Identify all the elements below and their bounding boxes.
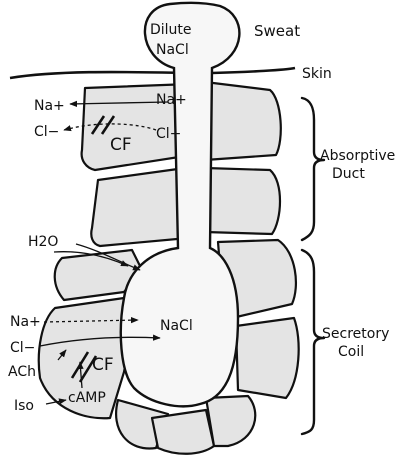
iso-label: Iso	[14, 398, 34, 414]
duct-cell-left-lower	[91, 168, 188, 246]
cf-duct-label: CF	[110, 135, 132, 155]
sweat-label: Sweat	[254, 22, 300, 40]
skin-line	[10, 68, 295, 78]
coil-label: Coil	[338, 344, 364, 360]
coil-cell-bottom-3	[206, 396, 255, 446]
cl-minus-duct-right: Cl−	[156, 126, 181, 142]
coil-cell-right-2	[236, 318, 299, 398]
cf-coil-label: CF	[92, 355, 114, 375]
coil-cell-bottom-2	[152, 410, 214, 454]
cl-minus-duct-left: Cl−	[34, 124, 59, 140]
na-plus-coil-label: Na+	[10, 314, 41, 330]
duct-cell-right-upper	[205, 82, 281, 160]
secretory-label: Secretory	[322, 326, 389, 342]
absorptive-duct-brace	[302, 98, 324, 240]
nacl-coil-label: NaCl	[160, 318, 193, 334]
camp-label: cAMP	[68, 390, 106, 406]
cl-minus-coil-label: Cl−	[10, 340, 35, 356]
na-plus-duct-left: Na+	[34, 98, 65, 114]
nacl-top-label: NaCl	[156, 42, 189, 58]
dilute-label: Dilute	[150, 22, 192, 38]
duct-cell-right-lower	[205, 168, 280, 234]
secretory-coil-brace	[302, 250, 324, 434]
na-plus-duct-right: Na+	[156, 92, 187, 108]
duct-label: Duct	[332, 166, 365, 182]
skin-label: Skin	[302, 66, 332, 82]
h2o-label: H2O	[28, 234, 58, 250]
ach-label: ACh	[8, 364, 36, 380]
absorptive-label: Absorptive	[320, 148, 395, 164]
